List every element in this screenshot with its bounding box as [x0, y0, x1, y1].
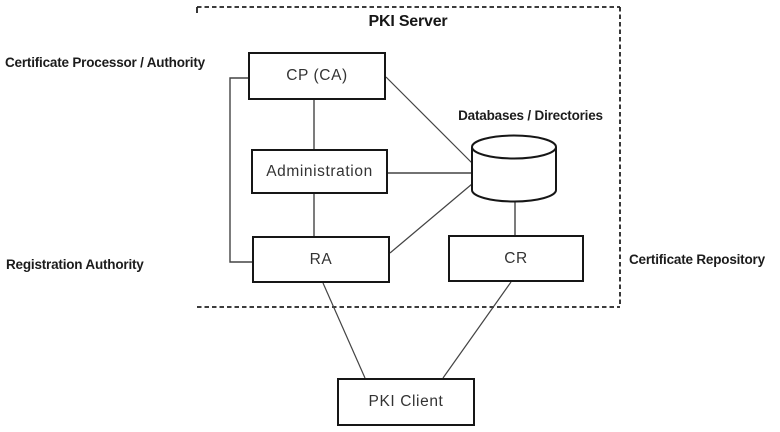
node-administration: Administration — [251, 149, 388, 194]
node-cr: CR — [448, 235, 584, 282]
connector-cpca-database — [385, 76, 474, 165]
node-cp-ca: CP (CA) — [248, 52, 386, 100]
connector-cpca-ra — [229, 77, 252, 263]
pki-server-title: PKI Server — [368, 13, 448, 30]
connector-ra-pkiclient — [322, 282, 366, 379]
annotation-registration-authority: Registration Authority — [6, 257, 144, 272]
annotation-certificate-processor-authority: Certificate Processor / Authority — [5, 55, 205, 70]
connector-database-ra — [389, 183, 473, 254]
node-ra: RA — [252, 236, 390, 283]
annotation-certificate-repository: Certificate Repository — [629, 252, 765, 267]
label-databases-directories: Databases / Directories — [458, 108, 603, 123]
connector-cr-pkiclient — [442, 281, 512, 379]
database-cylinder-icon — [471, 134, 557, 203]
node-pki-client: PKI Client — [337, 378, 475, 426]
